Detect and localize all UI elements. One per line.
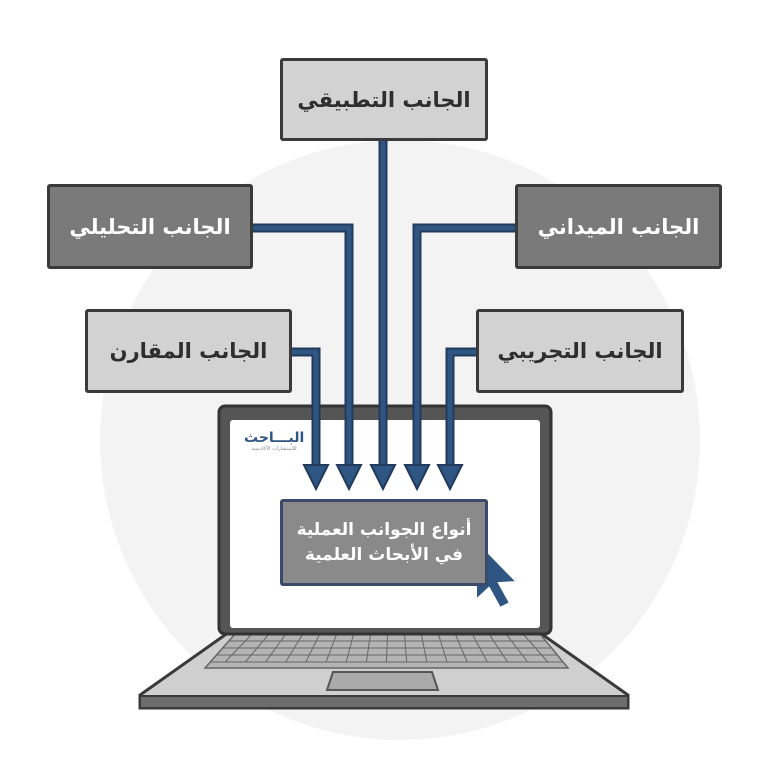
key-column-line — [386, 633, 388, 663]
key-column-line — [244, 633, 270, 663]
key-column-line — [522, 633, 549, 663]
box-label: الجانب المقارن — [109, 339, 268, 363]
center-line-2: في الأبحاث العلمية — [304, 544, 464, 565]
key-column-line — [224, 633, 253, 663]
logo: البـــاحث للاستشارات الأكاديمية — [244, 430, 304, 452]
key-column-line — [488, 633, 508, 663]
key-column-line — [325, 633, 338, 663]
logo-name: البـــاحث — [244, 430, 305, 446]
key-column-line — [471, 633, 488, 663]
key-column-line — [403, 633, 408, 663]
touchpad — [325, 671, 440, 691]
box-analytical: الجانب التحليلي — [47, 184, 253, 269]
arrowhead — [403, 464, 431, 492]
box-label: الجانب الميداني — [537, 214, 700, 239]
laptop-front-edge — [139, 695, 629, 709]
box-experimental: الجانب التجريبي — [476, 309, 684, 393]
box-label: الجانب التجريبي — [497, 339, 663, 363]
key-column-line — [285, 633, 304, 663]
box-applied: الجانب التطبيقي — [280, 58, 488, 141]
key-column-line — [305, 633, 321, 663]
arrowhead — [335, 464, 363, 492]
box-field: الجانب الميداني — [515, 184, 722, 269]
box-label: الجانب التحليلي — [69, 214, 231, 239]
key-column-line — [454, 633, 468, 663]
key-column-line — [505, 633, 529, 663]
box-label: الجانب التطبيقي — [297, 87, 471, 112]
arrowhead — [436, 464, 464, 492]
box-comparative: الجانب المقارن — [85, 309, 292, 393]
key-column-line — [365, 633, 372, 663]
arrowhead — [369, 464, 397, 492]
box-central-topic: أنواع الجوانب العملية في الأبحاث العلمية — [280, 499, 488, 586]
key-column-line — [345, 633, 355, 663]
arrowhead — [302, 464, 330, 492]
key-column-line — [265, 633, 287, 663]
key-column-line — [437, 633, 448, 663]
key-column-line — [420, 633, 428, 663]
logo-tagline: للاستشارات الأكاديمية — [251, 446, 297, 452]
center-line-1: أنواع الجوانب العملية — [296, 519, 472, 540]
